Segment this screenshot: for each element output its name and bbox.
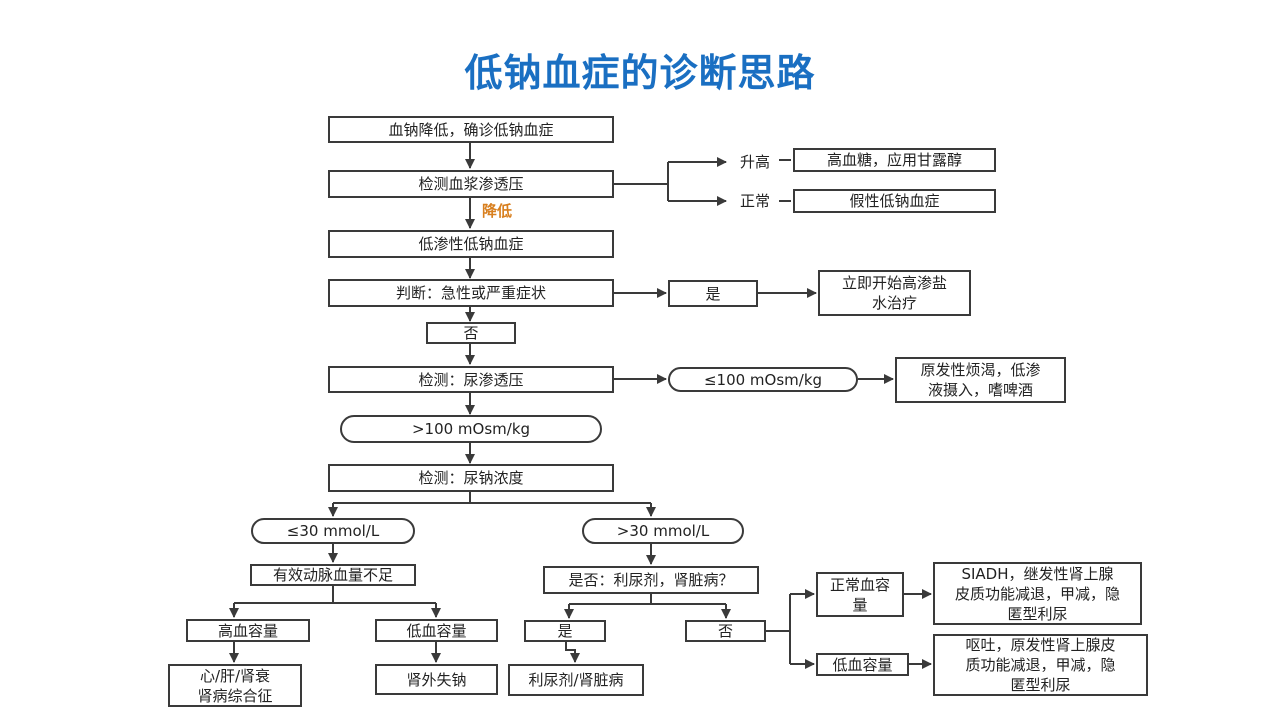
node-hyperglycemia-mannitol: 高血糖，应用甘露醇 (793, 148, 996, 172)
node-normovolemia-line2: 量 (852, 595, 868, 614)
node-hyponatremia-confirmed: 血钠降低，确诊低钠血症 (328, 116, 614, 143)
node-urine-sodium: 检测：尿钠浓度 (328, 464, 614, 492)
label-normal: 正常 (740, 192, 771, 210)
label-elevated: 升高 (740, 153, 771, 171)
node-vomiting-line1: 呕吐，原发性肾上腺皮 (965, 636, 1116, 654)
node-urine-osmolality: 检测：尿渗透压 (328, 366, 614, 393)
node-siadh-line2: 皮质功能减退，甲减，隐 (954, 584, 1120, 603)
node-pseudohyponatremia: 假性低钠血症 (793, 189, 996, 213)
node-organ-failure-line2: 肾病综合征 (197, 686, 273, 705)
node-hypertonic-saline: 立即开始高渗盐 水治疗 (818, 270, 971, 316)
node-urine-na-le30: ≤30 mmol/L (251, 518, 415, 544)
node-diuretic-kidney-disease: 利尿剂/肾脏病 (508, 664, 644, 696)
node-urine-osm-le100: ≤100 mOsm/kg (668, 367, 858, 392)
node-hypervolemia: 高血容量 (186, 619, 310, 642)
node-urine-na-gt30: >30 mmol/L (582, 518, 744, 544)
node-hypovolemia-left: 低血容量 (375, 619, 498, 642)
node-hypotonic-hyponatremia: 低渗性低钠血症 (328, 230, 614, 258)
label-decreased: 降低 (482, 202, 513, 220)
node-vomiting-line2: 质功能减退，甲减，隐 (965, 656, 1116, 674)
node-siadh-line3: 匿型利尿 (1007, 604, 1068, 623)
node-vomiting: 呕吐，原发性肾上腺皮 质功能减退，甲减，隐 匿型利尿 (933, 634, 1148, 696)
node-hypovolemia-right: 低血容量 (816, 653, 909, 676)
node-hypertonic-saline-line1: 立即开始高渗盐 (841, 274, 947, 292)
node-normovolemia: 正常血容 量 (816, 572, 904, 617)
arrow-m3-m5 (565, 642, 580, 663)
node-primary-polydipsia: 原发性烦渴，低渗 液摄入，嗜啤酒 (895, 357, 1066, 403)
node-primary-polydipsia-line2: 液摄入，嗜啤酒 (927, 381, 1033, 399)
node-yes: 是 (668, 280, 758, 307)
node-siadh-line1: SIADH，继发性肾上腺 (961, 564, 1114, 583)
node-normovolemia-line1: 正常血容 (829, 575, 890, 594)
node-acute-severe-symptoms: 判断：急性或严重症状 (328, 279, 614, 307)
node-extrarenal-loss: 肾外失钠 (375, 664, 498, 695)
node-diuretic-kidney-question: 是否：利尿剂，肾脏病？ (543, 566, 759, 594)
page-title: 低钠血症的诊断思路 (464, 51, 816, 95)
node-hypertonic-saline-line2: 水治疗 (871, 294, 917, 312)
node-urine-osm-gt100: >100 mOsm/kg (340, 415, 602, 443)
node-vomiting-line3: 匿型利尿 (1010, 676, 1071, 694)
node-organ-failure: 心/肝/肾衰 肾病综合征 (168, 664, 302, 707)
node-diuretic-no: 否 (685, 620, 766, 642)
node-diuretic-yes: 是 (524, 620, 606, 642)
node-primary-polydipsia-line1: 原发性烦渴，低渗 (920, 361, 1041, 379)
node-siadh: SIADH，继发性肾上腺 皮质功能减退，甲减，隐 匿型利尿 (933, 562, 1142, 625)
node-organ-failure-line1: 心/肝/肾衰 (199, 666, 271, 685)
node-low-effective-volume: 有效动脉血量不足 (250, 564, 416, 586)
node-no: 否 (426, 322, 516, 344)
node-plasma-osmolality: 检测血浆渗透压 (328, 170, 614, 198)
